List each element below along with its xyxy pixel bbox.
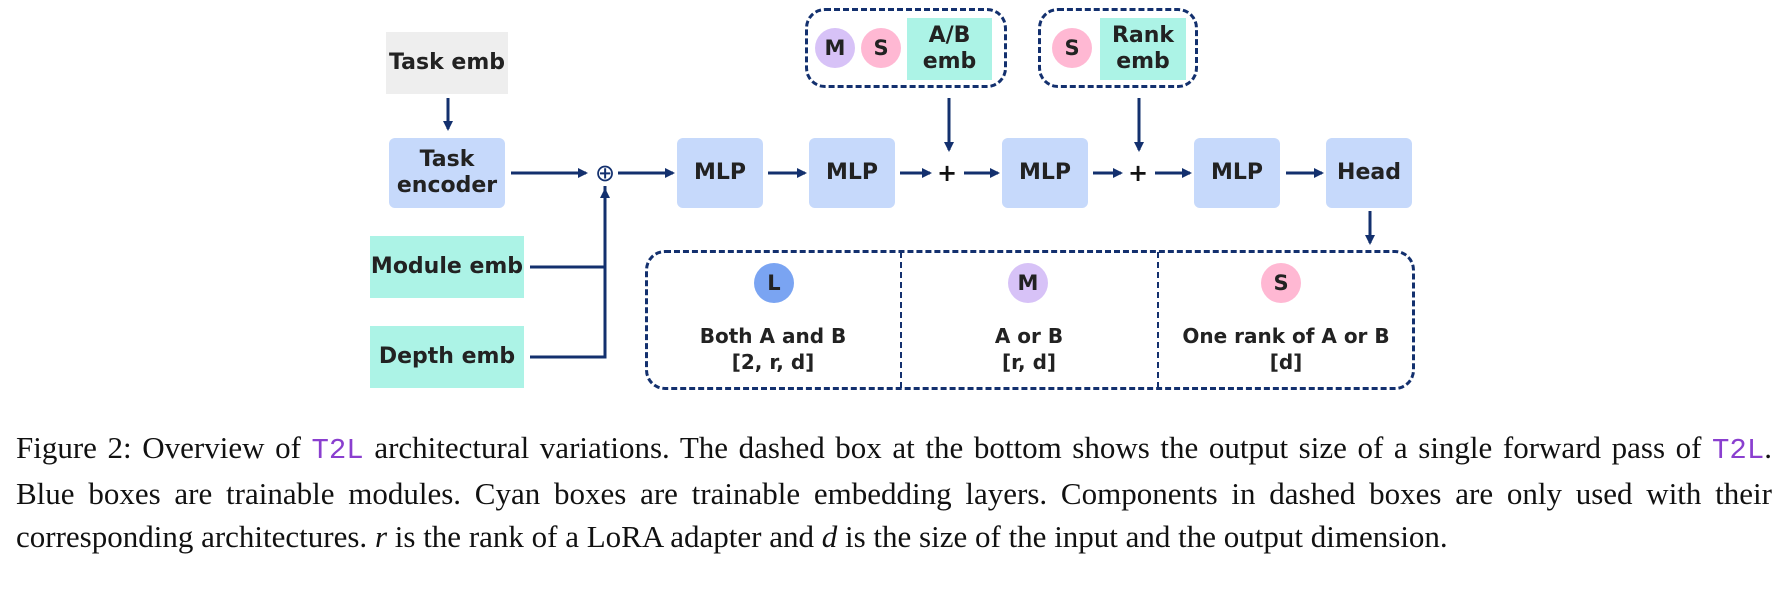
task-emb-box: Task emb <box>386 32 508 94</box>
caption-text-2: architectural variations. The dashed box… <box>363 430 1713 465</box>
mlp-box-3: MLP <box>1002 138 1088 208</box>
output-label-m: A or B [r, d] <box>903 323 1155 375</box>
oplus-sum-node: ⊕ <box>593 159 617 187</box>
task-encoder-box: Task encoder <box>389 138 505 208</box>
output-divider-2 <box>1157 252 1159 388</box>
caption-text-1: Figure 2: Overview of <box>16 430 312 465</box>
ab-emb-group <box>805 8 1007 88</box>
mlp-box-4: MLP <box>1194 138 1280 208</box>
output-l-desc: Both A and B <box>699 324 847 348</box>
badge-s: S <box>1261 263 1301 303</box>
depth-emb-box: Depth emb <box>370 326 524 388</box>
connector-depth-emb <box>530 186 607 359</box>
badge-m: M <box>1008 263 1048 303</box>
var-d: d <box>821 519 838 554</box>
var-r: r <box>374 519 388 554</box>
arrows-layer <box>443 98 1375 359</box>
caption-text-5: is the size of the input and the output … <box>837 519 1448 554</box>
t2l-name: T2L <box>311 434 364 467</box>
output-s-shape: [d] <box>1269 350 1303 374</box>
output-s-desc: One rank of A or B <box>1182 324 1390 348</box>
badge-s: S <box>861 28 901 68</box>
plus-node-ab: + <box>936 159 958 187</box>
t2l-name: T2L <box>1712 434 1765 467</box>
mlp-box-1: MLP <box>677 138 763 208</box>
rank-emb-group <box>1038 8 1198 88</box>
connector-module-emb <box>530 186 607 269</box>
head-box: Head <box>1326 138 1412 208</box>
ab-emb-box: A/B emb <box>907 18 992 80</box>
plus-node-rank: + <box>1127 159 1149 187</box>
output-m-shape: [r, d] <box>1001 350 1057 374</box>
rank-emb-box: Rank emb <box>1100 18 1186 80</box>
output-l-shape: [2, r, d] <box>731 350 815 374</box>
output-size-box <box>645 250 1415 390</box>
output-label-s: One rank of A or B [d] <box>1160 323 1412 375</box>
caption-text-3: . Blue boxes are trainable modules. Cyan… <box>16 430 1772 554</box>
mlp-box-2: MLP <box>809 138 895 208</box>
badge-l: L <box>754 263 794 303</box>
module-emb-box: Module emb <box>370 236 524 298</box>
figure-caption: Figure 2: Overview of T2L architectural … <box>16 426 1772 558</box>
badge-s: S <box>1052 28 1092 68</box>
output-divider-1 <box>900 252 902 388</box>
output-label-l: Both A and B [2, r, d] <box>648 323 898 375</box>
architecture-diagram: Task emb Task encoder Module emb Depth e… <box>370 8 1415 390</box>
caption-text-4: is the rank of a LoRA adapter and <box>387 519 822 554</box>
badge-m: M <box>815 28 855 68</box>
output-m-desc: A or B <box>994 324 1064 348</box>
